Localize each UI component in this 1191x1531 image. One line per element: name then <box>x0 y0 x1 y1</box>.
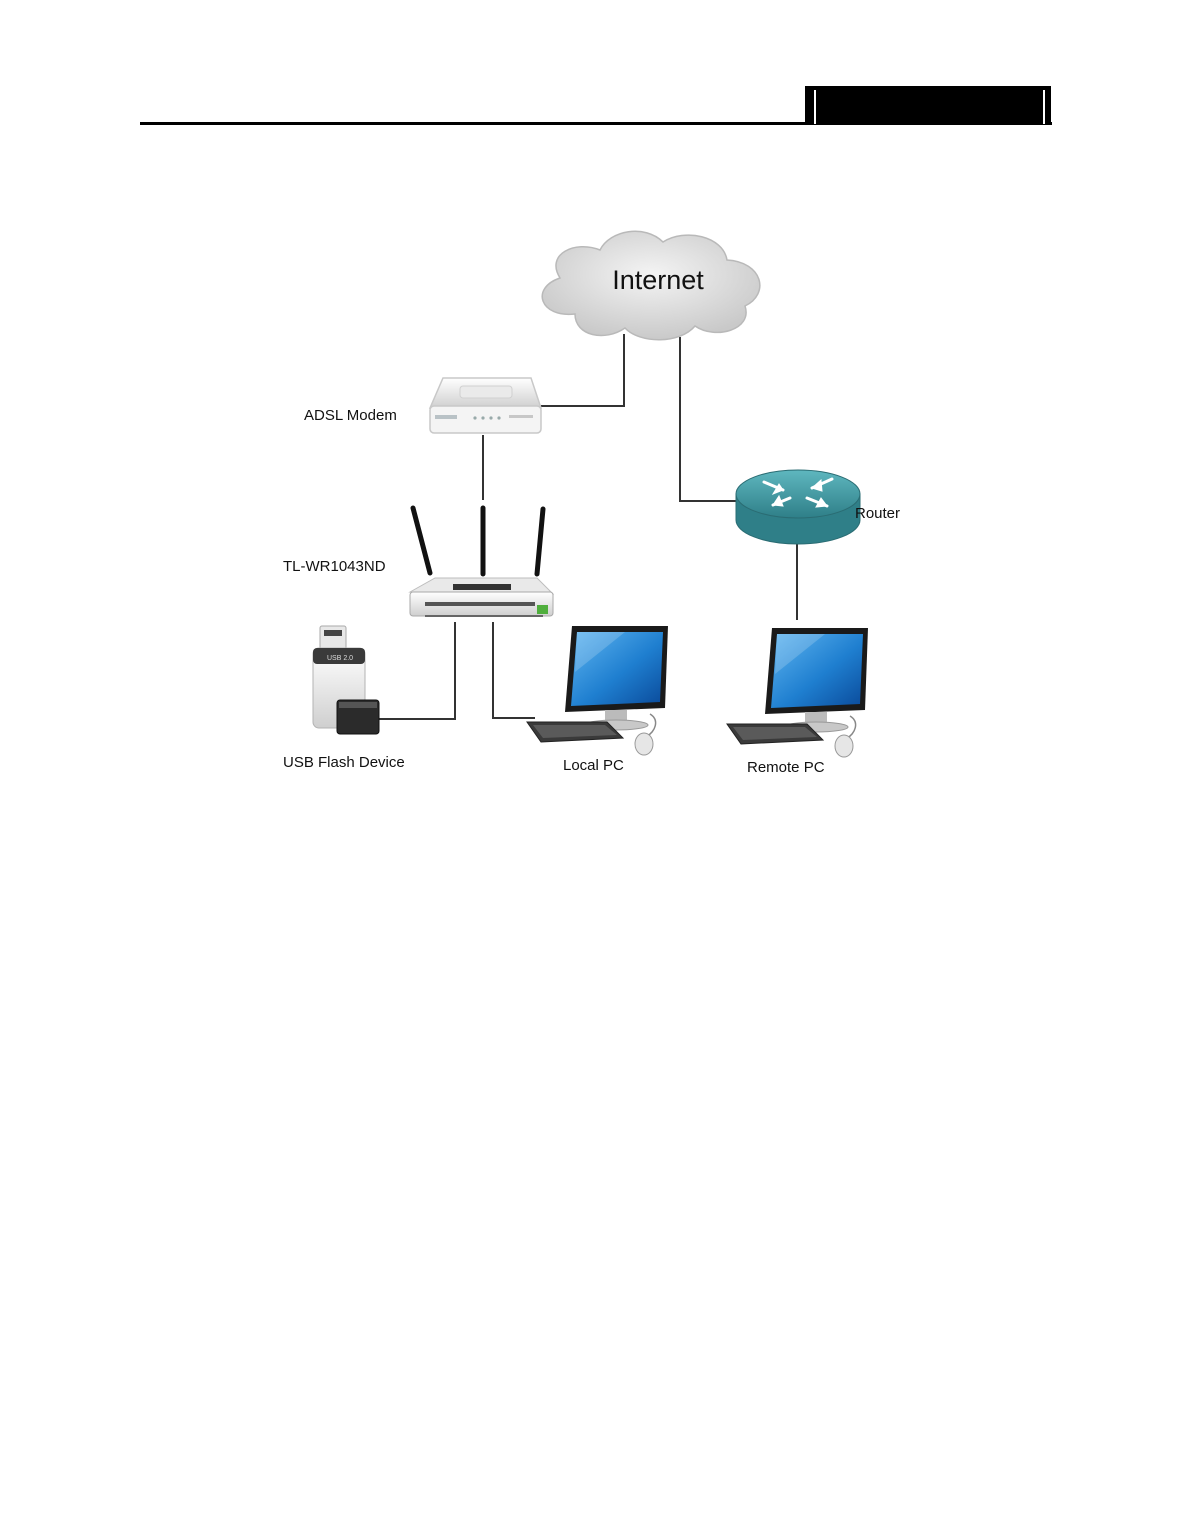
modem-icon <box>430 378 541 433</box>
link-internet-router <box>680 337 738 501</box>
label-internet: Internet <box>612 265 704 295</box>
link-internet-modem <box>541 334 624 406</box>
desktop-pc-icon <box>727 628 868 757</box>
label-adsl-modem: ADSL Modem <box>304 407 397 424</box>
usb-stick-label: USB 2.0 <box>327 655 353 662</box>
usb-flash-icon: USB 2.0 <box>313 626 379 734</box>
label-tl-wr1043nd: TL-WR1043ND <box>283 558 386 575</box>
wireless-router-icon <box>410 508 553 616</box>
label-usb-flash-device: USB Flash Device <box>283 754 405 771</box>
desktop-pc-icon <box>527 626 668 755</box>
router-icon <box>736 470 860 544</box>
label-local-pc: Local PC <box>563 757 624 774</box>
link-router-localpc <box>493 622 535 718</box>
link-router-usb <box>379 622 455 719</box>
label-remote-pc: Remote PC <box>747 759 825 776</box>
network-diagram: Internet ADSL Modem TL-WR1043ND <box>275 222 907 778</box>
header-tab <box>805 86 1051 124</box>
label-router: Router <box>855 505 900 522</box>
